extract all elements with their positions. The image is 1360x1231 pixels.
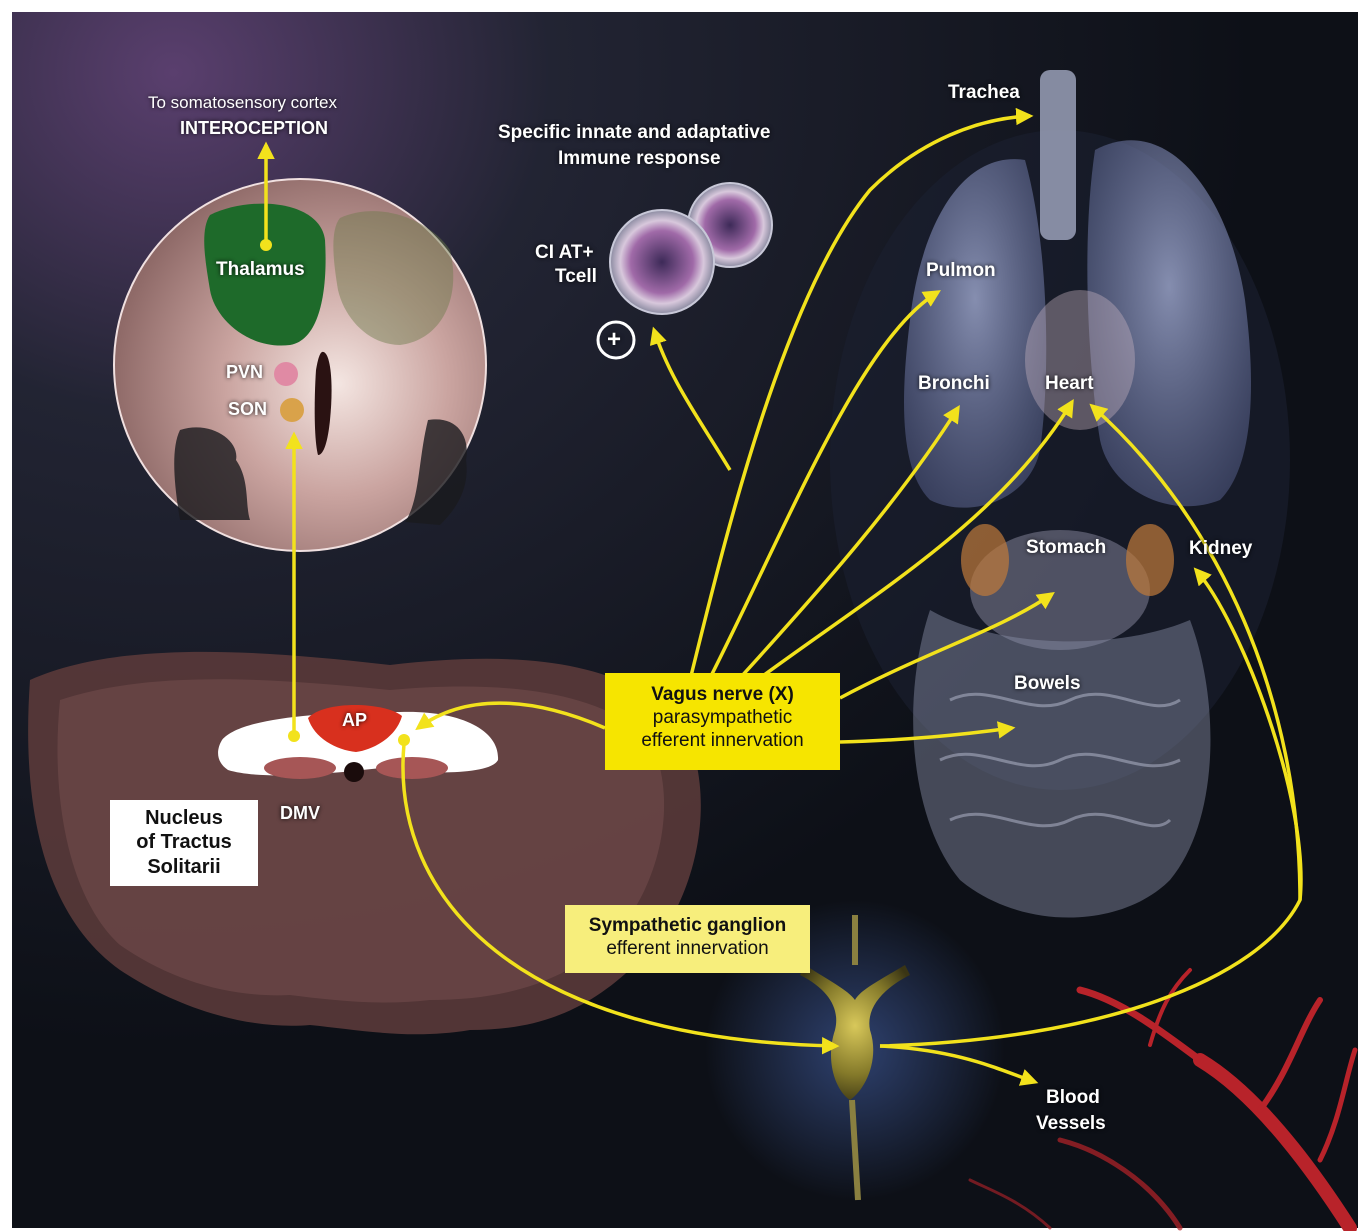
cortex-label: To somatosensory cortex xyxy=(148,93,337,113)
plus-sign: + xyxy=(607,326,621,355)
sympathetic-ganglion-box: Sympathetic ganglion efferent innervatio… xyxy=(565,905,810,973)
tcell-label-2: Tcell xyxy=(555,266,597,289)
son-label: SON xyxy=(228,399,267,421)
tcell-label-1: CI AT+ xyxy=(535,242,594,265)
trachea-shape xyxy=(1040,70,1076,240)
pvn-label: PVN xyxy=(226,362,263,384)
kidney-left-shape xyxy=(961,524,1009,596)
bowels-label: Bowels xyxy=(1014,673,1081,696)
nts-label-3: Solitarii xyxy=(110,855,258,879)
trachea-label: Trachea xyxy=(948,82,1020,105)
central-canal xyxy=(344,762,364,782)
pulmon-label: Pulmon xyxy=(926,260,996,283)
stomach-label: Stomach xyxy=(1026,537,1106,560)
ap-label: AP xyxy=(342,710,367,732)
blood-vessels-label-2: Vessels xyxy=(1036,1113,1106,1136)
immune-response-label-1: Specific innate and adaptative xyxy=(498,122,770,145)
kidney-label: Kidney xyxy=(1189,538,1252,561)
vagus-nerve-box: Vagus nerve (X) parasympathetic efferent… xyxy=(605,673,840,770)
bronchi-label: Bronchi xyxy=(918,373,990,396)
sympathetic-title: Sympathetic ganglion xyxy=(565,914,810,937)
dmv-left xyxy=(264,757,336,779)
dmv-label: DMV xyxy=(280,803,320,825)
nts-label-2: of Tractus xyxy=(110,830,258,854)
interoception-label: INTEROCEPTION xyxy=(180,118,328,140)
vagus-line-3: efferent innervation xyxy=(605,729,840,752)
nts-label-box: Nucleus of Tractus Solitarii xyxy=(110,800,258,886)
dmv-right xyxy=(376,757,448,779)
heart-label: Heart xyxy=(1045,373,1094,396)
nts-label-1: Nucleus xyxy=(110,806,258,830)
vagus-title: Vagus nerve (X) xyxy=(605,683,840,706)
pvn-dot xyxy=(274,362,298,386)
heart-shape xyxy=(1025,290,1135,430)
vagus-line-2: parasympathetic xyxy=(605,706,840,729)
blood-vessels-label-1: Blood xyxy=(1046,1087,1100,1110)
sympathetic-line-2: efferent innervation xyxy=(565,937,810,960)
thalamus-label: Thalamus xyxy=(216,259,305,282)
kidney-right-shape xyxy=(1126,524,1174,596)
son-dot xyxy=(280,398,304,422)
immune-response-label-2: Immune response xyxy=(558,148,721,171)
immune-cell-front xyxy=(610,210,714,314)
